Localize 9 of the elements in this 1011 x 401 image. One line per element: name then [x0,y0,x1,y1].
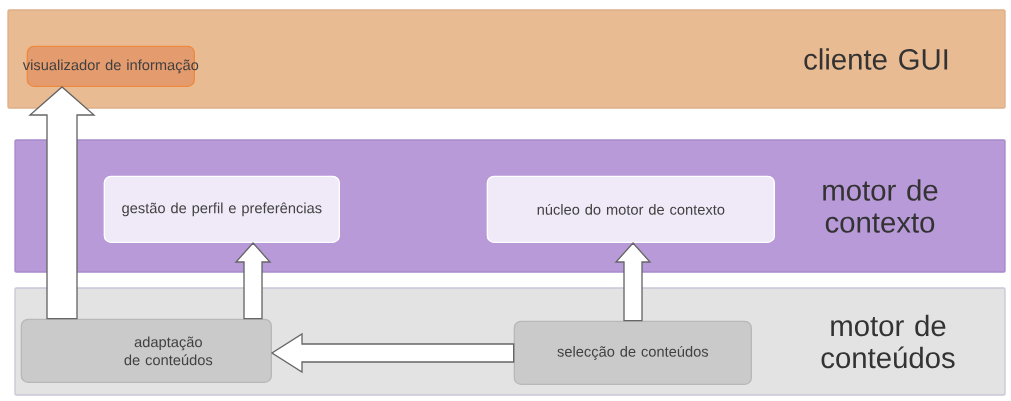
block-arrow [28,86,96,320]
component-box: selecção de conteúdos [513,320,752,385]
block-arrow [270,332,515,374]
component-box: adaptação de conteúdos [20,318,272,383]
component-box: gestão de perfil e preferências [103,175,340,243]
block-arrow [614,242,652,322]
component-box: núcleo do motor de contexto [486,175,775,243]
block-arrow [234,242,272,320]
component-box: visualizador de informação [22,45,199,87]
